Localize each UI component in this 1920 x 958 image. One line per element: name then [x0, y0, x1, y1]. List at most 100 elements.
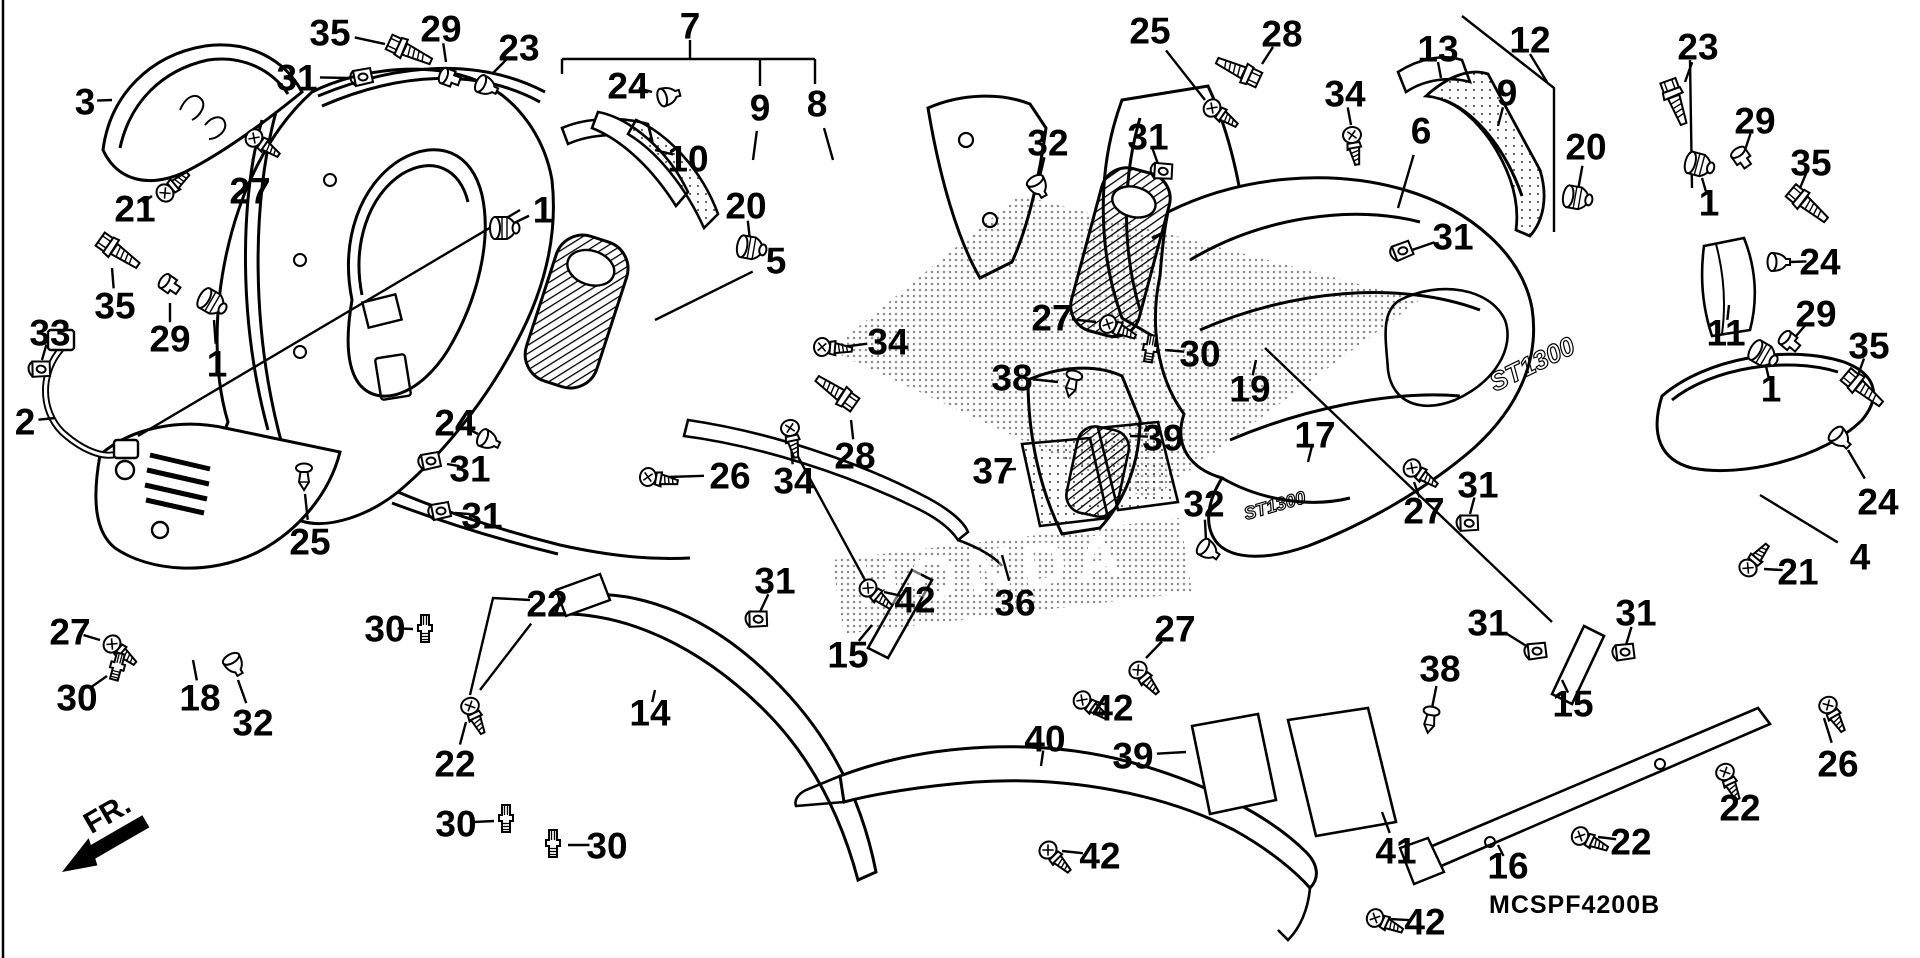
callout-label-39: 39 [1112, 735, 1153, 776]
leader-line [1743, 133, 1752, 151]
leader-line [1763, 567, 1783, 572]
callout-label-1: 1 [1699, 182, 1720, 223]
leader-line [857, 624, 873, 642]
plug-fastener-icon [219, 649, 249, 680]
callout-label-6: 6 [1411, 110, 1432, 151]
callout-label-17: 17 [1294, 414, 1335, 455]
leader-line [822, 127, 835, 161]
screw-fastener-icon [1362, 905, 1407, 940]
leader-line [1071, 318, 1097, 324]
callout-label-19: 19 [1229, 368, 1270, 409]
bolt-fastener-icon [93, 229, 145, 275]
leader-line [1203, 519, 1208, 541]
callout-label-24: 24 [1799, 241, 1841, 282]
callout-label-34: 34 [773, 460, 815, 501]
leader-line [1251, 359, 1258, 376]
callout-label-30: 30 [56, 677, 97, 718]
callout-label-31: 31 [461, 495, 502, 536]
callout-label-42: 42 [894, 579, 935, 620]
leader-line [1306, 446, 1314, 463]
leader-line [1039, 750, 1045, 767]
leader-line [473, 819, 495, 824]
leader-line [1061, 849, 1084, 855]
callout-label-38: 38 [991, 357, 1032, 398]
leader-line [97, 98, 113, 102]
leader-line [751, 130, 759, 161]
callout-label-30: 30 [586, 825, 627, 866]
leader-line [1145, 640, 1163, 659]
leader-line [1822, 717, 1833, 744]
callout-label-26: 26 [1817, 743, 1858, 784]
callout-label-13: 13 [1417, 28, 1458, 69]
callout-label-29: 29 [1734, 100, 1775, 141]
callout-label-25: 25 [289, 521, 330, 562]
leader-line [1430, 685, 1438, 709]
callout-label-27: 27 [49, 611, 90, 652]
leader-line [1726, 304, 1731, 320]
leader-line [1798, 173, 1808, 189]
leader-line [303, 493, 309, 520]
leader-line [464, 426, 479, 436]
leader-line [446, 462, 460, 468]
leader-line [454, 511, 470, 516]
clip-fastener-icon [743, 607, 771, 631]
leader-line [89, 675, 108, 689]
stud-fastener-icon [417, 614, 433, 643]
callout-label-30: 30 [435, 803, 476, 844]
callout-label-31: 31 [1127, 116, 1168, 157]
screw-fastener-icon [1734, 538, 1776, 581]
leader-line [667, 474, 705, 479]
callout-label-16: 16 [1487, 845, 1528, 886]
leader-line [1496, 844, 1505, 857]
callout-label-29: 29 [1795, 293, 1836, 334]
callout-label-22: 22 [526, 583, 567, 624]
stud-fastener-icon [498, 804, 514, 833]
clip-fastener-icon [349, 67, 374, 87]
collar-fastener-icon [155, 271, 184, 299]
leader-line [1789, 260, 1807, 264]
stud-fastener-icon [545, 829, 561, 858]
callout-label-31: 31 [1467, 602, 1508, 643]
leader-line [1151, 148, 1160, 165]
collar-fastener-icon [1728, 143, 1756, 172]
screw-fastener-icon [1034, 836, 1077, 879]
callout-label-29: 29 [149, 318, 190, 359]
leader-line [1846, 449, 1866, 480]
screw-fastener-icon [1340, 124, 1368, 168]
leader-lines [38, 36, 1866, 922]
part-pad-41 [1286, 706, 1398, 838]
callout-label-42: 42 [1092, 687, 1133, 728]
callout-label-37: 37 [972, 450, 1013, 491]
leader-line [397, 627, 414, 631]
callout-label-9: 9 [1497, 72, 1518, 113]
part-pad-39-lower [1190, 712, 1278, 816]
leader-line [1505, 632, 1529, 649]
callout-label-15: 15 [827, 634, 868, 675]
callout-label-36: 36 [994, 582, 1035, 623]
leader-line [141, 195, 153, 204]
callout-label-30: 30 [1179, 333, 1220, 374]
stud-fastener-icon [106, 650, 129, 683]
callout-label-1: 1 [1761, 368, 1782, 409]
plug-fastener-icon [654, 83, 683, 109]
callout-label-1: 1 [207, 343, 228, 384]
honda-watermark: HONDA [830, 195, 1420, 634]
clip-fastener-icon [26, 357, 54, 381]
clip-fastener-icon [1522, 640, 1549, 662]
front-direction-arrow: FR. [62, 788, 150, 872]
callout-label-3: 3 [75, 81, 96, 122]
leader-line [1597, 835, 1617, 841]
bolt-fastener-icon [1657, 76, 1695, 129]
clip-fastener-icon [427, 501, 452, 521]
callout-label-15: 15 [1552, 683, 1593, 724]
leader-line [1038, 157, 1046, 177]
leader-line [442, 43, 448, 63]
bracket-lines [137, 15, 1694, 696]
leader-line [849, 419, 855, 440]
leader-line [1468, 497, 1476, 515]
callout-label-28: 28 [834, 435, 875, 476]
clip-fastener-icon [417, 451, 442, 471]
leader-line [319, 76, 349, 80]
part-strip-9 [590, 110, 690, 209]
